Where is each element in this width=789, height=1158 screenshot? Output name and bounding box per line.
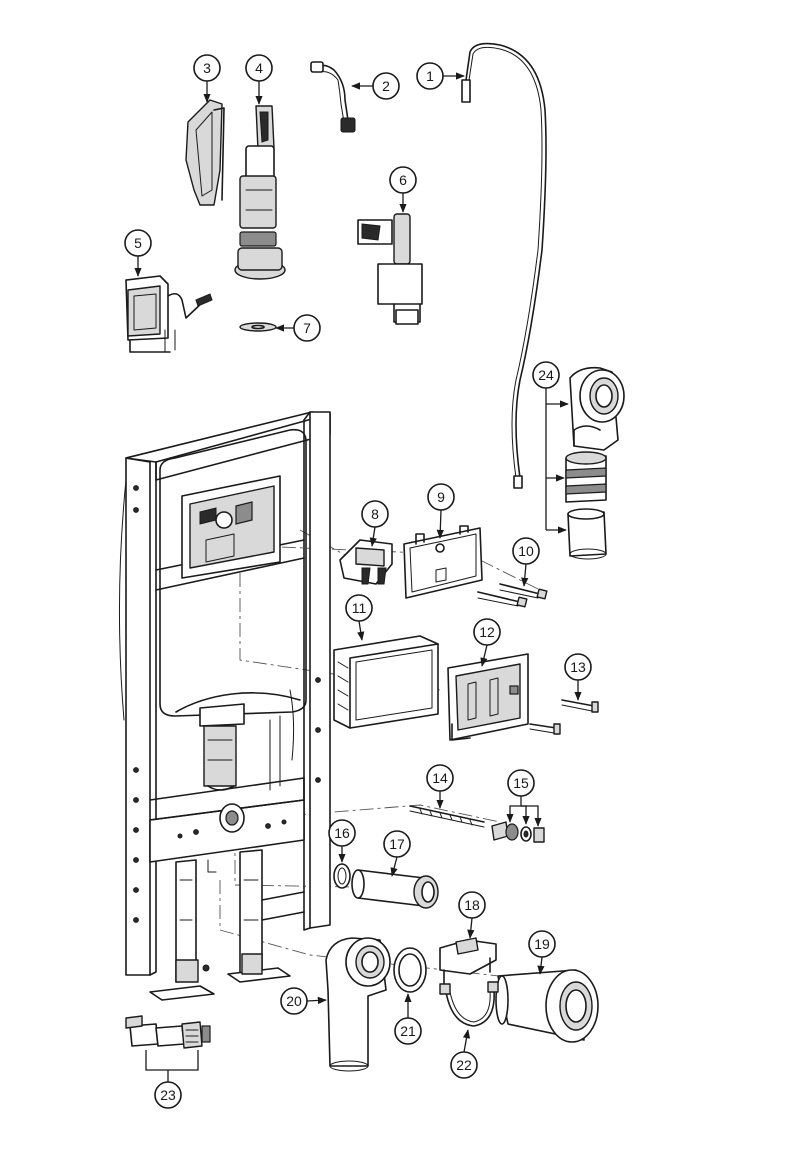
- callout-19-label: 19: [534, 936, 550, 952]
- callout-2-label: 2: [382, 78, 390, 94]
- callout-17-label: 17: [389, 836, 405, 852]
- callout-24-label: 24: [538, 367, 554, 383]
- part-seal-ring: [333, 863, 351, 889]
- callout-8: 8: [361, 500, 389, 528]
- part-connecting-pipe: [351, 869, 439, 909]
- part-frame-plate: [447, 653, 529, 741]
- part-bracket: [185, 99, 225, 206]
- callout-12-label: 12: [479, 624, 495, 640]
- callout-1: 1: [416, 62, 444, 90]
- callout-6: 6: [389, 166, 417, 194]
- callout-10-label: 10: [518, 543, 534, 559]
- callout-21: 21: [394, 1017, 422, 1045]
- part-mounting-clip: [339, 539, 393, 585]
- part-washer: [239, 322, 277, 332]
- part-pan-connector-set: [565, 366, 625, 560]
- part-bolts-long: [477, 583, 548, 608]
- callout-5-label: 5: [134, 235, 142, 251]
- part-pipe-bracket: [439, 937, 497, 985]
- callout-22: 22: [450, 1051, 478, 1079]
- part-bolts-short: [529, 699, 599, 735]
- callout-4-label: 4: [255, 60, 263, 76]
- callout-3: 3: [193, 54, 221, 82]
- callout-14-label: 14: [432, 770, 448, 786]
- callout-20: 20: [280, 987, 308, 1015]
- callout-8-label: 8: [371, 506, 379, 522]
- callout-11: 11: [345, 594, 373, 622]
- callout-16-label: 16: [334, 825, 350, 841]
- callout-19: 19: [528, 930, 556, 958]
- callout-15-label: 15: [513, 775, 529, 791]
- part-angle-valve: [125, 1015, 211, 1049]
- part-nut-set: [491, 821, 545, 843]
- callout-10: 10: [512, 537, 540, 565]
- callout-9-label: 9: [437, 489, 445, 505]
- part-pipe-clamp: [439, 981, 499, 1027]
- callout-18-label: 18: [464, 897, 480, 913]
- part-control-box: [125, 275, 213, 353]
- callout-4: 4: [245, 54, 273, 82]
- part-hose: [310, 61, 356, 133]
- callout-3-label: 3: [203, 60, 211, 76]
- callout-13: 13: [564, 653, 592, 681]
- part-actuator-cable: [461, 42, 547, 489]
- callout-1-label: 1: [426, 68, 434, 84]
- part-elbow-pipe: [325, 937, 391, 1072]
- part-mounting-plate: [403, 525, 483, 599]
- callout-18: 18: [458, 891, 486, 919]
- callout-14: 14: [426, 764, 454, 792]
- callout-17: 17: [383, 830, 411, 858]
- callout-20-label: 20: [286, 993, 302, 1009]
- callout-11-label: 11: [352, 600, 367, 616]
- callout-22-label: 22: [456, 1057, 472, 1073]
- part-gasket: [393, 947, 427, 993]
- leader-lines: [134, 72, 582, 1082]
- callout-24: 24: [532, 361, 560, 389]
- callout-23-label: 23: [160, 1087, 176, 1103]
- callout-7-label: 7: [303, 320, 311, 336]
- callout-2: 2: [372, 72, 400, 100]
- callout-12: 12: [473, 618, 501, 646]
- callout-13-label: 13: [570, 659, 586, 675]
- callout-6-label: 6: [399, 172, 407, 188]
- callout-15: 15: [507, 769, 535, 797]
- part-threaded-rod: [409, 805, 485, 828]
- part-outlet-connector: [495, 969, 599, 1043]
- part-fill-valve: [357, 213, 423, 325]
- part-flush-valve: [234, 105, 286, 280]
- callout-7: 7: [293, 314, 321, 342]
- callout-5: 5: [124, 229, 152, 257]
- callout-16: 16: [328, 819, 356, 847]
- part-protective-cover: [333, 635, 439, 729]
- callout-23: 23: [154, 1081, 182, 1109]
- callout-9: 9: [427, 483, 455, 511]
- part-installation-frame: [118, 411, 331, 1001]
- callout-21-label: 21: [400, 1023, 416, 1039]
